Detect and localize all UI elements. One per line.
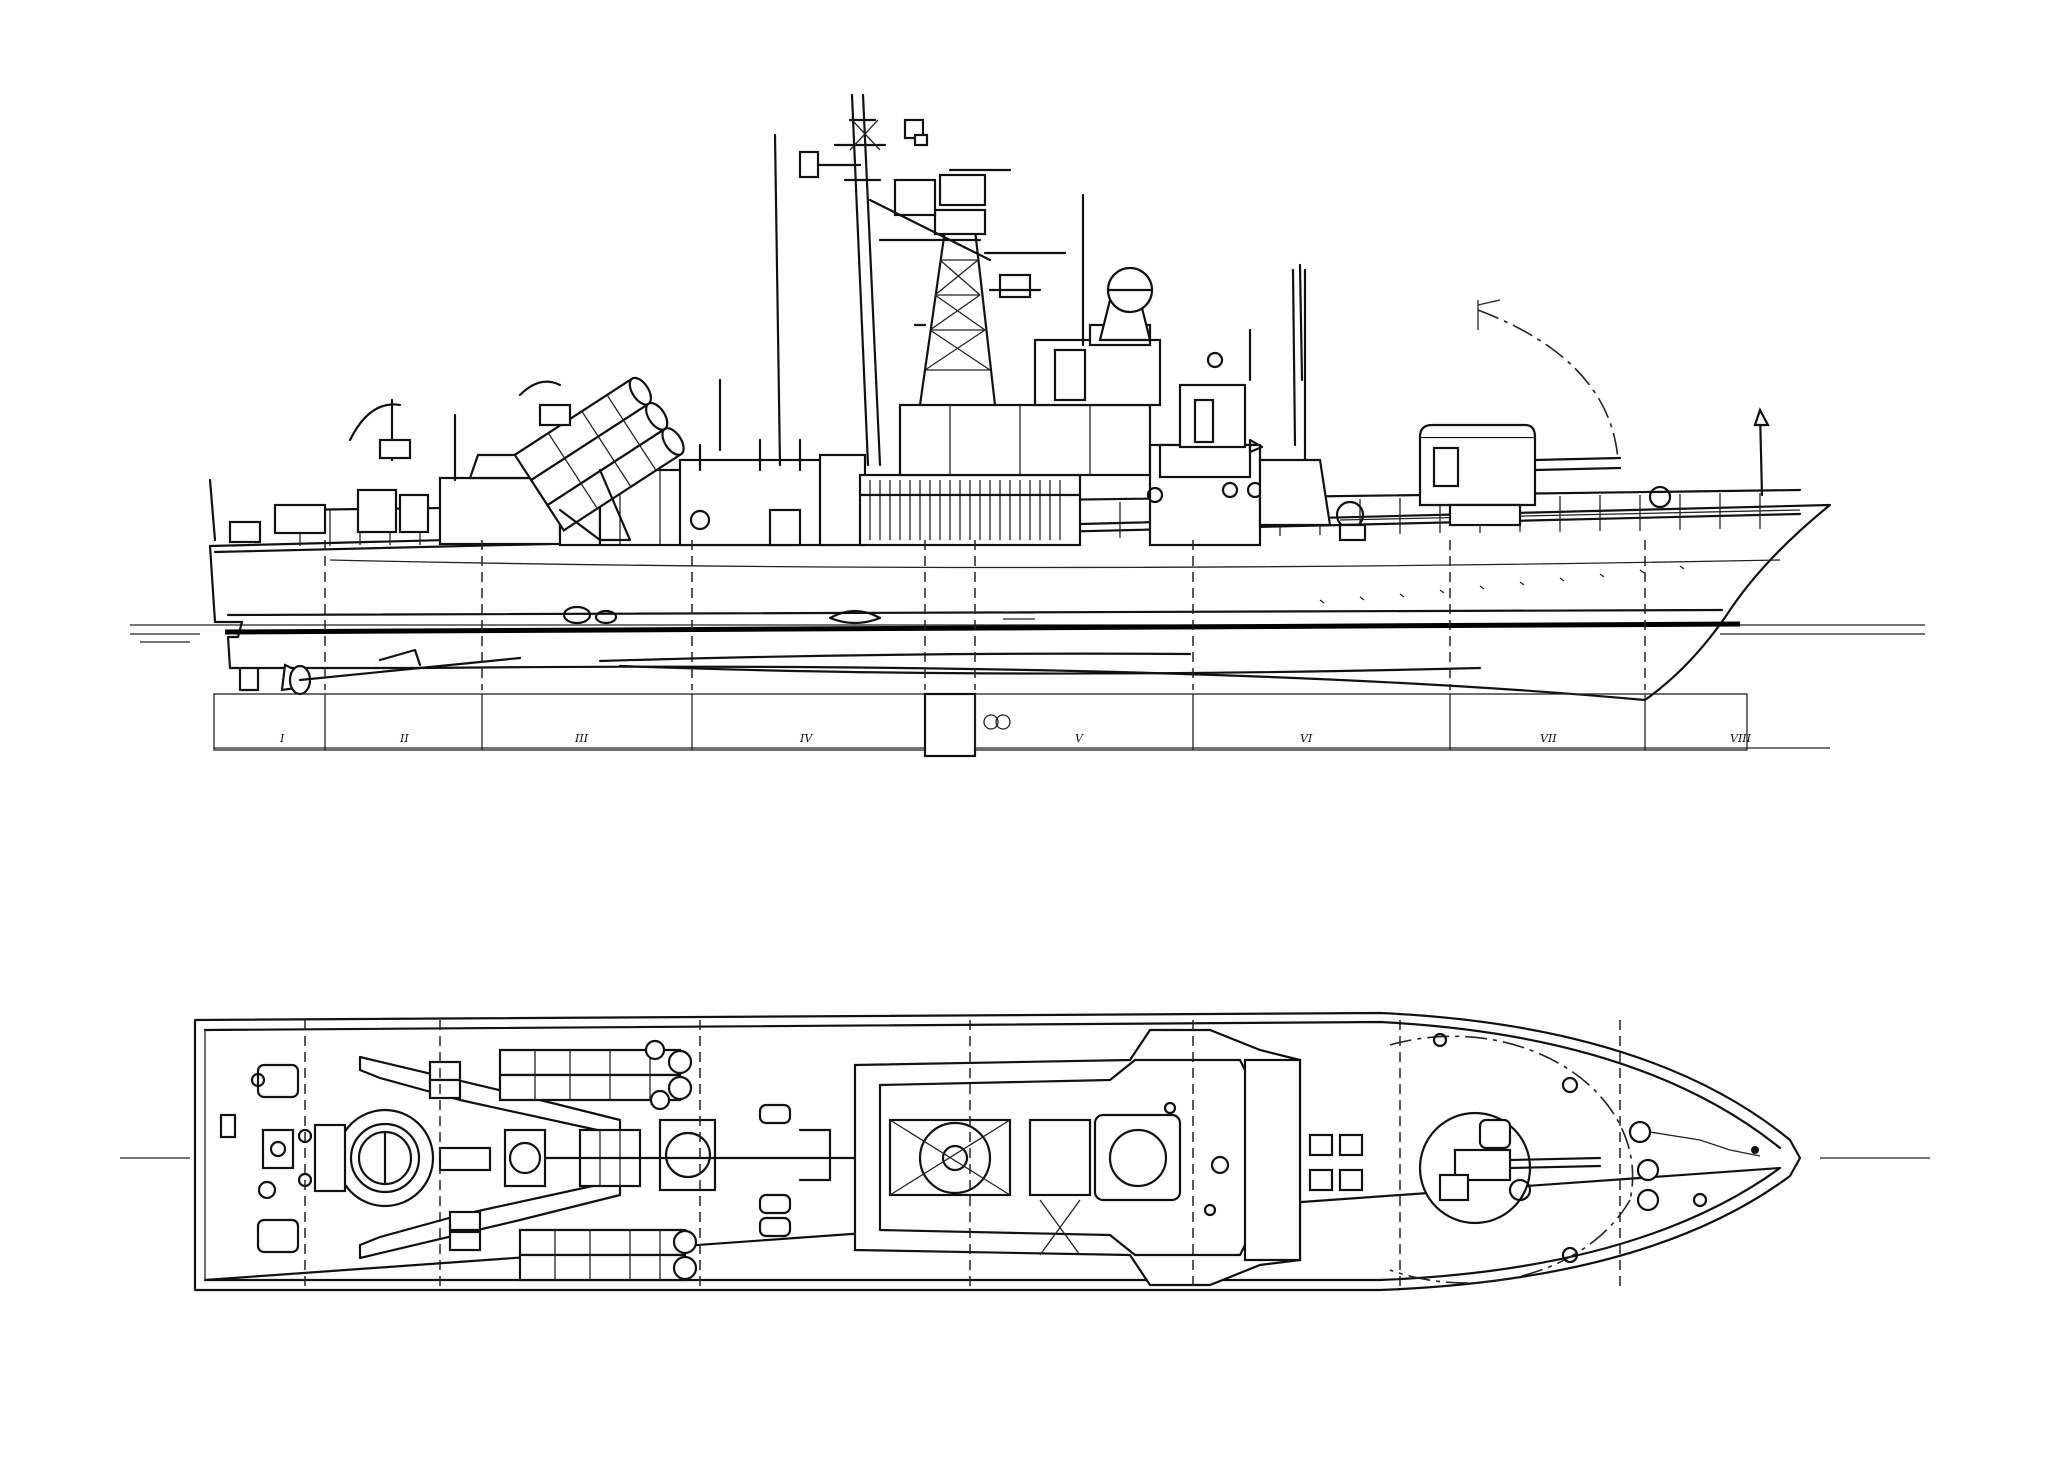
deck-plan (120, 1011, 1930, 1292)
midship-equipment (503, 1103, 872, 1238)
stern-fittings (219, 1063, 313, 1254)
station-label: VII (1540, 732, 1557, 745)
launcher-structure (358, 1055, 622, 1260)
hull-plan (193, 1011, 1802, 1292)
station-label: V (1075, 732, 1084, 745)
pole-mast (773, 93, 929, 467)
station-label: II (399, 732, 409, 745)
station-label: VI (1300, 732, 1313, 745)
side-elevation: I II III IV V VI VII VIII (130, 93, 1925, 758)
radar-director (1081, 193, 1154, 347)
aft-gun-mount-plan (313, 1108, 492, 1208)
forward-masts (1291, 263, 1304, 447)
scuttle (594, 609, 618, 625)
anchor-gear (1628, 1120, 1761, 1212)
forecastle-plan (1308, 1032, 1634, 1284)
station-grid: I II III IV V VI VII VIII (213, 540, 1830, 758)
propeller-assembly (238, 648, 522, 696)
missile-launcher-side (513, 376, 722, 542)
station-label: IV (799, 732, 813, 745)
oo-symbol (983, 714, 1011, 730)
forward-gun-side (1418, 299, 1770, 527)
missile-containers-starboard (518, 1228, 698, 1282)
deckhouse-plan (853, 1028, 1302, 1287)
main-deckhouse (858, 268, 1367, 547)
missile-containers-port (498, 1039, 693, 1111)
lattice-mast (868, 168, 1067, 407)
station-label: I (279, 732, 285, 745)
station-label: III (574, 732, 589, 745)
scuttle (562, 605, 592, 625)
plan-station-marks (304, 1020, 1621, 1290)
station-numerals: I II III IV V VI VII VIII (279, 732, 1752, 745)
station-label: VIII (1730, 732, 1752, 745)
